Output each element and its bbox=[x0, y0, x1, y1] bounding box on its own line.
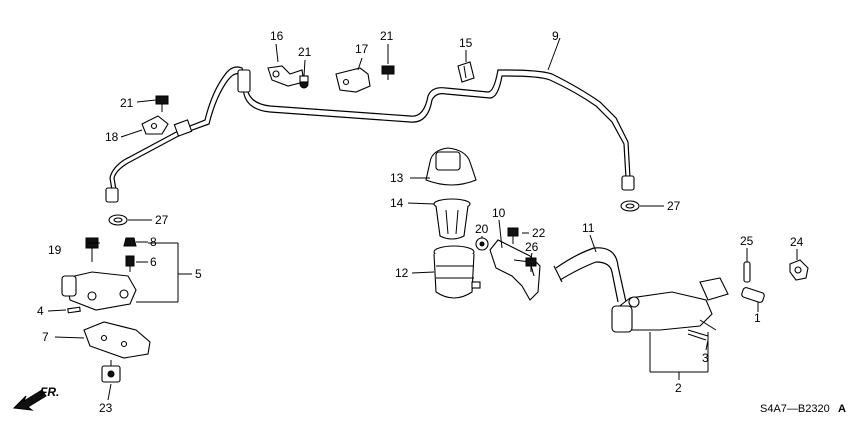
bolt-19 bbox=[85, 237, 99, 262]
callout-18: 18 bbox=[105, 130, 119, 144]
callout-21-center-right: 21 bbox=[380, 29, 394, 43]
washer-27-left bbox=[108, 214, 128, 226]
diagram-code-text: S4A7—B2320 bbox=[760, 403, 830, 415]
callout-17: 17 bbox=[355, 42, 369, 56]
callout-12: 12 bbox=[395, 266, 409, 280]
diagram-code-suffix: A bbox=[838, 403, 846, 415]
callout-21-center-left: 21 bbox=[298, 45, 312, 59]
callout-13: 13 bbox=[390, 171, 404, 185]
bolt-23 bbox=[101, 360, 121, 383]
pipe-clip-16 bbox=[267, 65, 305, 87]
bracket-7 bbox=[83, 321, 151, 359]
callout-14: 14 bbox=[390, 196, 404, 210]
push-rod-1 bbox=[741, 287, 765, 303]
callout-11: 11 bbox=[582, 221, 595, 235]
callout-19: 19 bbox=[48, 243, 62, 257]
washer-27-right bbox=[620, 200, 640, 212]
callout-8: 8 bbox=[150, 235, 157, 249]
callout-6: 6 bbox=[150, 255, 157, 269]
callout-1: 1 bbox=[754, 311, 761, 325]
callout-21-left: 21 bbox=[120, 96, 134, 110]
callout-2: 2 bbox=[675, 381, 682, 395]
bolt-21-center-right bbox=[381, 65, 395, 80]
callout-5: 5 bbox=[195, 267, 202, 281]
clutch-pipe bbox=[105, 66, 635, 203]
callout-25: 25 bbox=[740, 234, 754, 248]
leader-lines bbox=[47, 37, 798, 401]
pipe-clip-18 bbox=[141, 115, 169, 135]
nut-20 bbox=[475, 237, 489, 251]
callout-20: 20 bbox=[475, 222, 489, 236]
callout-24: 24 bbox=[790, 235, 804, 249]
callout-9: 9 bbox=[552, 29, 559, 43]
bolt-22 bbox=[507, 227, 519, 244]
front-direction-indicator: FR. bbox=[12, 385, 59, 411]
pin-4 bbox=[67, 306, 81, 314]
callout-27-left: 27 bbox=[155, 213, 169, 227]
master-cylinder-5 bbox=[61, 271, 137, 311]
nut-24 bbox=[789, 259, 809, 281]
callout-16: 16 bbox=[270, 29, 284, 43]
callout-10: 10 bbox=[492, 206, 506, 220]
pin-3 bbox=[687, 329, 709, 341]
pipe-clip-15 bbox=[457, 61, 475, 83]
callout-22: 22 bbox=[532, 226, 546, 240]
slave-cylinder-2 bbox=[611, 277, 729, 333]
diagram-code: S4A7—B2320 A bbox=[760, 403, 846, 415]
callout-7: 7 bbox=[42, 330, 49, 344]
fitting-6 bbox=[125, 255, 135, 272]
callout-3: 3 bbox=[702, 351, 709, 365]
callout-15: 15 bbox=[459, 36, 473, 50]
callout-labels: 16 21 17 21 15 9 21 18 27 27 13 14 12 10… bbox=[37, 29, 804, 415]
callout-26: 26 bbox=[525, 240, 539, 254]
reservoir-cap-13 bbox=[425, 147, 477, 186]
bolt-21-left bbox=[155, 95, 169, 112]
reservoir-strainer-14 bbox=[433, 198, 471, 240]
pin-25 bbox=[743, 261, 751, 283]
cap-8 bbox=[123, 237, 137, 247]
bolt-21-center-left bbox=[299, 75, 309, 89]
reservoir-tank-12 bbox=[433, 245, 481, 299]
direction-label: FR. bbox=[40, 385, 59, 399]
pipe-bracket-17 bbox=[335, 67, 371, 93]
callout-4: 4 bbox=[37, 304, 44, 318]
callout-27-right: 27 bbox=[667, 199, 681, 213]
reservoir-hose-11 bbox=[553, 247, 627, 303]
callout-23: 23 bbox=[99, 401, 113, 415]
arrow-icon bbox=[12, 389, 47, 411]
